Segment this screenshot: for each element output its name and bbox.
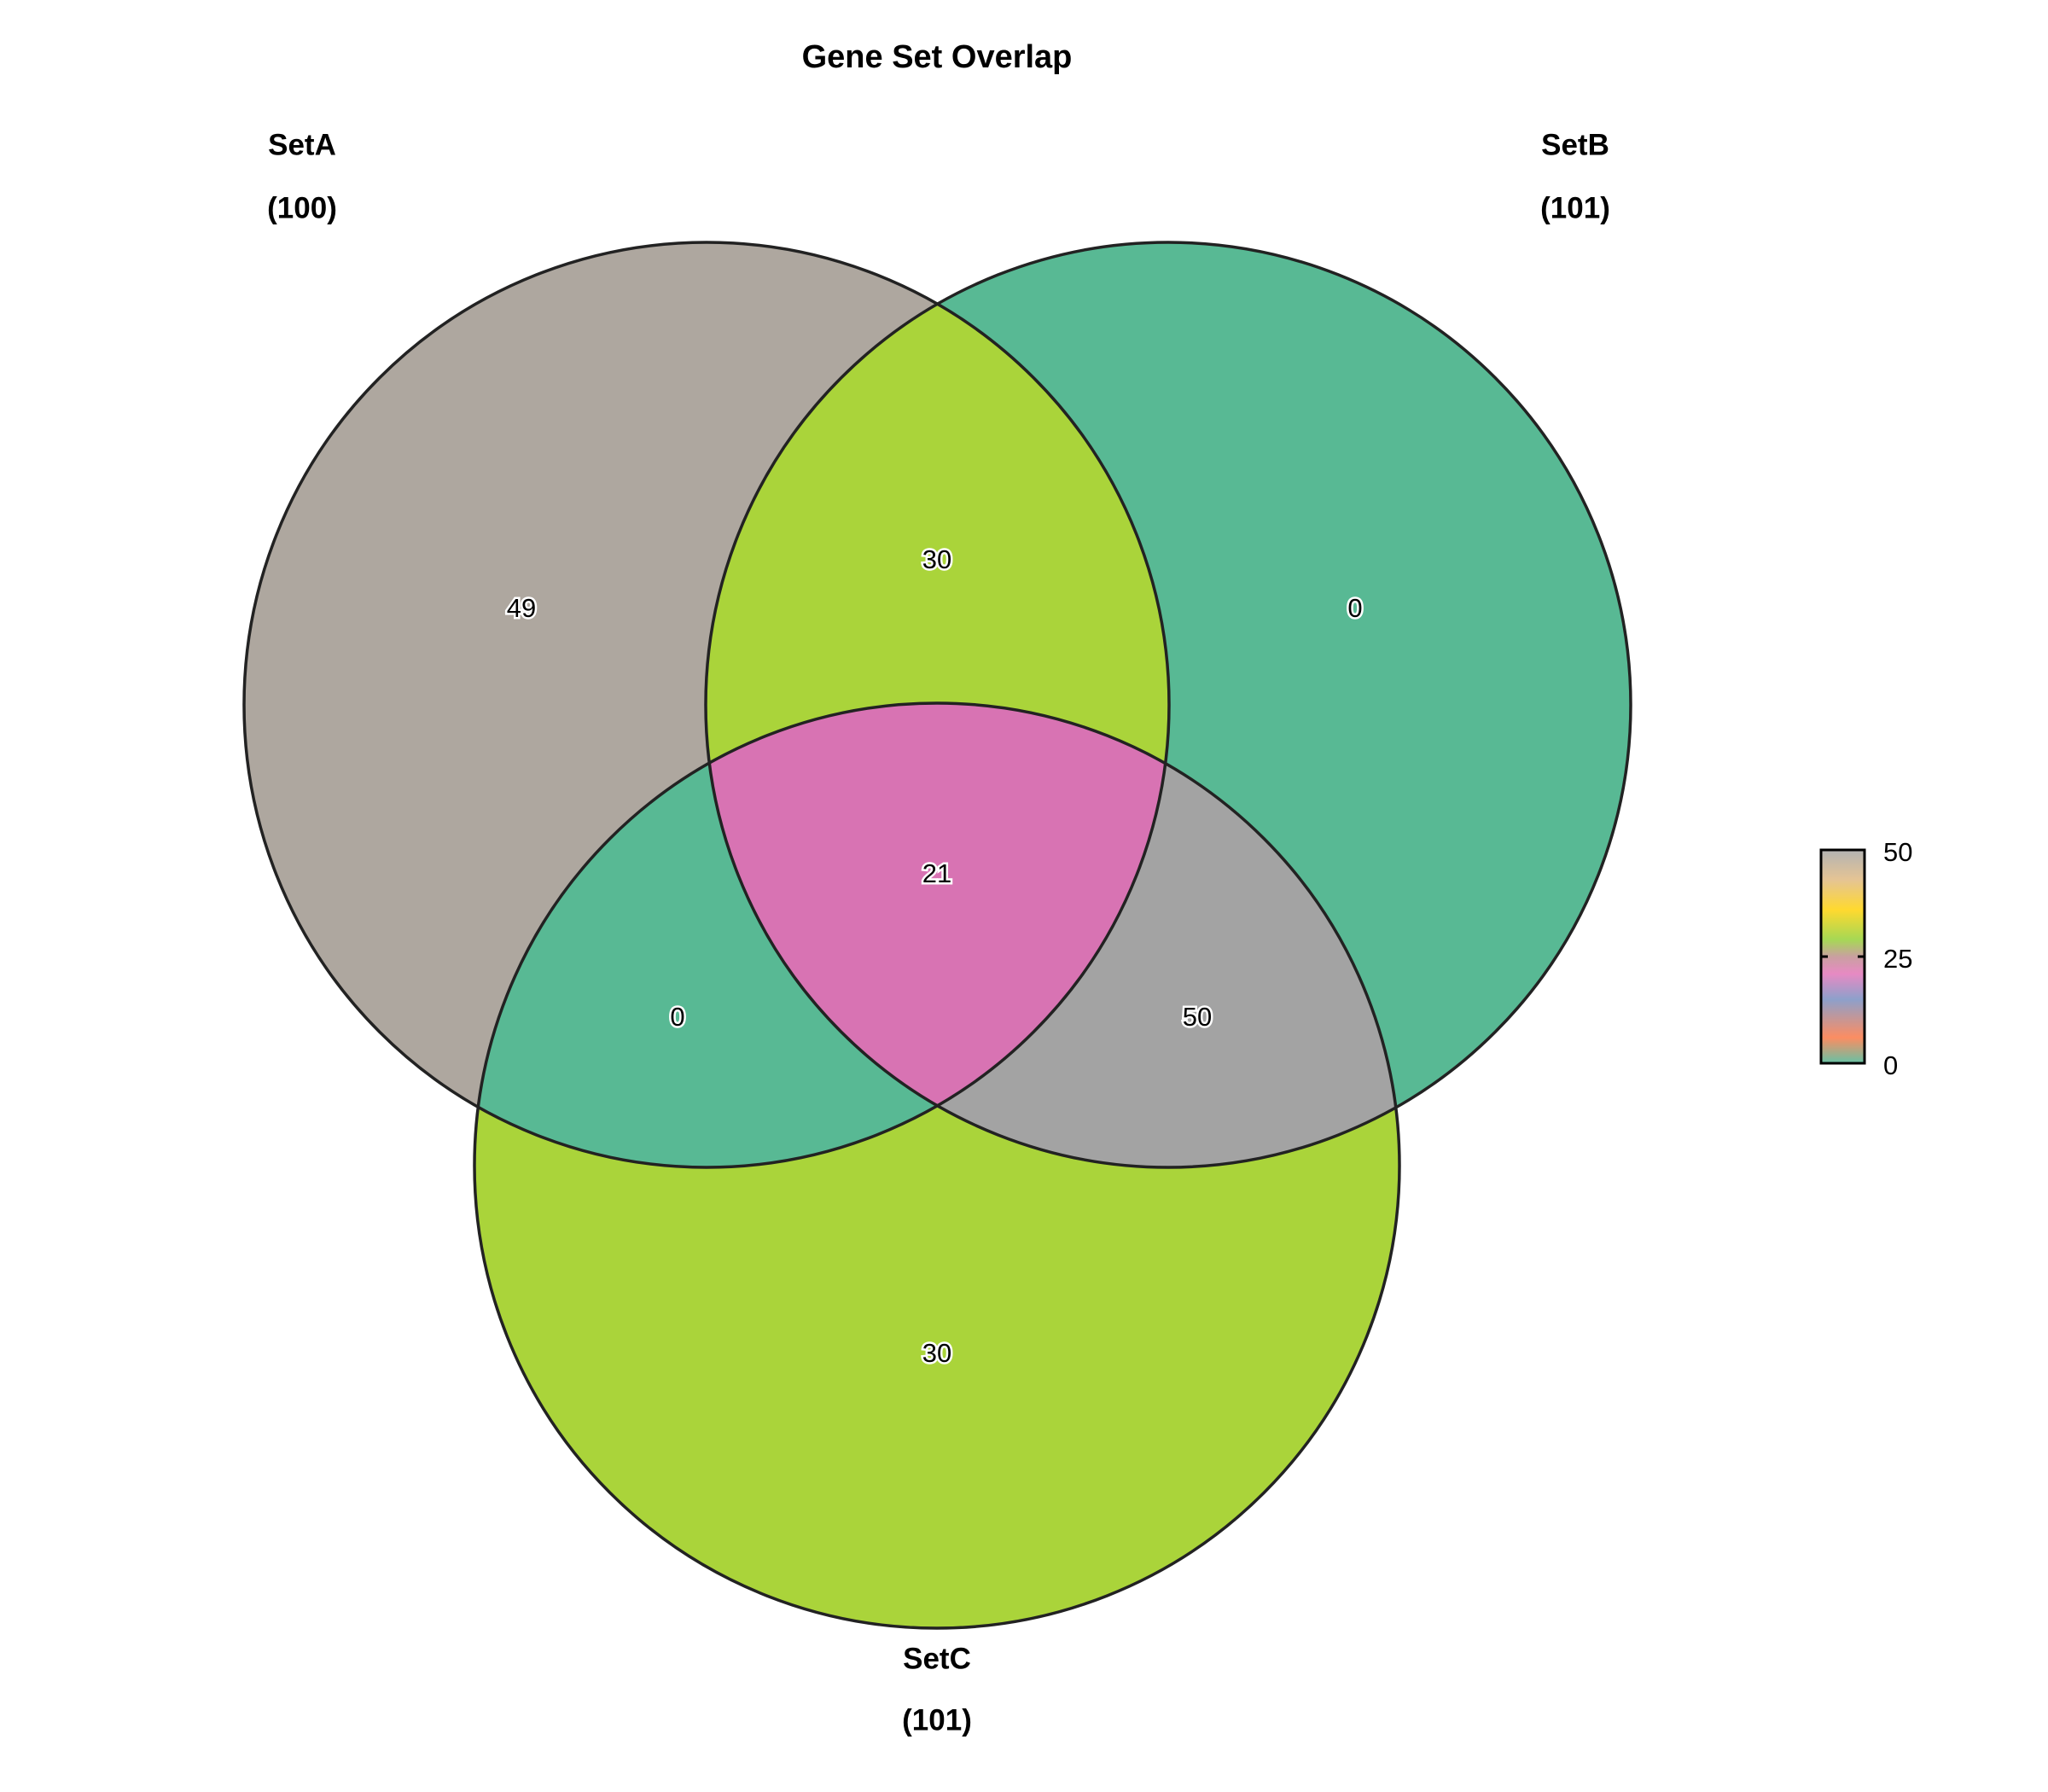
label-bc: 50 <box>1183 1002 1212 1032</box>
colorbar: 50 25 0 <box>1819 837 1912 1080</box>
venn-regions <box>244 242 1631 1628</box>
set-a-outline <box>242 241 1171 1169</box>
label-c-only: 30 <box>922 1338 951 1368</box>
set-b-name: SetB <box>1541 128 1609 161</box>
set-a-size: (100) <box>267 191 337 224</box>
colorbar-tick-label-50: 50 <box>1883 837 1912 867</box>
colorbar-tick-label-0: 0 <box>1883 1050 1898 1080</box>
label-ab: 30 <box>922 544 951 574</box>
label-abc: 21 <box>922 858 951 888</box>
set-outlines <box>242 241 1632 1630</box>
set-a-name: SetA <box>268 128 336 161</box>
set-b-outline <box>704 241 1632 1169</box>
label-b-only: 0 <box>1347 593 1362 623</box>
set-c-size: (101) <box>902 1703 972 1737</box>
region-labels: 49 0 30 30 0 50 21 <box>504 543 1364 1370</box>
set-c-outline <box>473 701 1401 1630</box>
set-labels: SetA (100) SetB (101) SetC (101) <box>267 128 1610 1737</box>
colorbar-tick-label-25: 25 <box>1883 944 1912 974</box>
set-b-size: (101) <box>1540 191 1610 224</box>
label-a-only: 49 <box>507 593 536 623</box>
label-ac: 0 <box>670 1002 684 1032</box>
chart-title: Gene Set Overlap <box>802 39 1073 75</box>
set-c-name: SetC <box>903 1642 971 1675</box>
